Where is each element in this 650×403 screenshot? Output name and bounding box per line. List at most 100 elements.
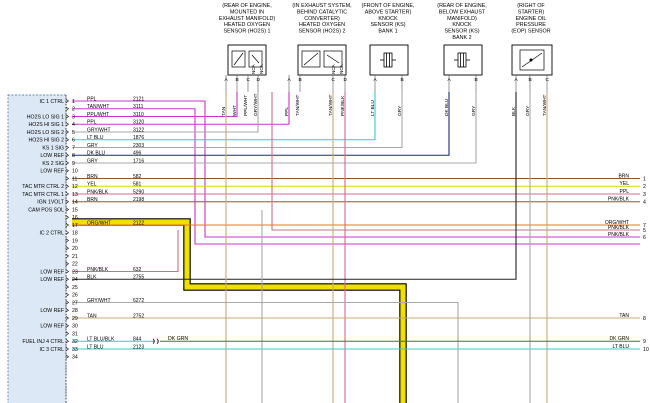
right-terminal-number: 10 — [643, 347, 649, 353]
circuit-number: 844 — [133, 337, 142, 343]
highlighted-wire — [72, 219, 406, 403]
connector-row: 26 — [65, 293, 78, 299]
sensor-title-line: PRESSURE — [516, 22, 546, 28]
right-wire-label: TAN — [619, 313, 629, 319]
right-terminal-number: 9 — [643, 339, 646, 345]
sensor-pin-letter: A — [374, 77, 378, 83]
sensor-pin-letter: A — [515, 77, 519, 83]
connector-pin-number: 13 — [72, 192, 78, 198]
pin-socket — [65, 207, 70, 212]
wire-grywht-ho2s1 — [72, 92, 259, 133]
wire-color-label: BRN — [87, 197, 98, 203]
sensor-body — [227, 44, 267, 76]
wire-grywht-27 — [72, 301, 459, 403]
sensor-element — [248, 50, 263, 68]
pin-socket — [65, 331, 70, 336]
connector-pin-number: 11 — [72, 176, 77, 182]
wire-color-label: GRY — [87, 143, 98, 149]
sensor-pin-letter: C — [332, 77, 336, 83]
sensor-wire-color: TAN/WHT — [328, 94, 334, 116]
pin-socket — [65, 222, 70, 228]
connector-pin-number: 29 — [72, 316, 78, 322]
heater-element — [301, 50, 321, 68]
connector-row: 20 — [65, 246, 78, 252]
connector-pin-number: 30 — [72, 324, 78, 330]
wire-color-label: GRY/WHT — [87, 127, 111, 133]
connector-pin-number: 7 — [72, 145, 75, 151]
sensor-title-line: SENSOR (KS) — [370, 22, 405, 28]
pin-socket — [65, 106, 70, 111]
sensor-wire-color: GRY — [471, 105, 477, 116]
sensor-title-line: KNOCK — [452, 22, 472, 28]
highlighted-wire-outline — [72, 218, 407, 403]
pin-socket — [65, 153, 70, 158]
sensor-title-line: HEATED OXYGEN — [224, 22, 270, 28]
connector-pin-number: 10 — [72, 169, 78, 175]
circuit-number: 581 — [133, 182, 142, 188]
connector-pin-label: IC 3 CTRL — [39, 347, 64, 353]
sensor-title-line: SENSOR (HO2S) 1 — [223, 29, 270, 35]
circuit-number: 1716 — [133, 158, 144, 164]
pin-socket — [65, 230, 70, 235]
circuit-number: 5290 — [133, 189, 144, 195]
connector-pin-number: 18 — [72, 231, 78, 237]
wire-ppl-ho2s2 — [72, 92, 290, 125]
connector-pin-label: HO2S LO SIG 2 — [27, 130, 64, 136]
sensor-title-line: SENSOR (HO2S) 2 — [298, 29, 345, 35]
sensor-body — [297, 44, 347, 76]
circuit-number: 2123 — [133, 344, 144, 350]
sensor-title-line: MOUNTED IN — [230, 9, 264, 15]
connector-pin-number: 27 — [72, 300, 78, 306]
pin-socket — [65, 261, 70, 266]
pin-socket — [65, 215, 70, 220]
connector-pin-label: KS 2 SIG — [42, 161, 64, 167]
connector-row: 21 — [65, 253, 78, 260]
wires-layer: DK GRN — [72, 92, 640, 403]
right-terminal: DK GRN 9 — [610, 336, 646, 345]
nca-label: NCA — [259, 63, 264, 74]
wire-color-label: GRY/WHT — [87, 298, 111, 304]
pin-socket — [65, 199, 70, 204]
right-terminal-number: 3 — [643, 192, 646, 198]
pin-socket — [65, 300, 70, 305]
circuit-number: 3110 — [133, 112, 144, 118]
circuit-number: 2122 — [133, 220, 144, 226]
connector-pin-number: 32 — [72, 339, 78, 345]
wire-color-label: TAN — [87, 313, 97, 319]
sensor-title-line: (EOP) SENSOR — [511, 29, 550, 35]
right-wire-label: DK GRN — [610, 336, 630, 342]
sensor-wire-color: GRY — [397, 105, 403, 116]
wire-pnkblk-ho2s2 — [271, 92, 640, 231]
connector-row: 25 — [65, 285, 78, 291]
connector-pin-number: 21 — [72, 254, 78, 260]
sensor-title-line: (REAR OF ENGINE, — [437, 3, 487, 9]
wire-color-label: YEL — [87, 182, 97, 188]
sensor-wire-color: LT BLU — [370, 100, 376, 116]
pin-socket — [65, 253, 70, 259]
nca-label: NCA — [251, 63, 256, 74]
wire-label-dk-grn: DK GRN — [168, 336, 188, 342]
pin-socket — [65, 129, 70, 135]
connector-pin-number: 14 — [72, 200, 78, 206]
connector-pin-label: CAM POS SOL — [28, 207, 64, 213]
pin-socket — [65, 145, 70, 150]
sensor-title-line: (IN EXHAUST SYSTEM, — [292, 3, 352, 9]
pin-socket — [65, 323, 70, 328]
sensor-pin-letter: B — [401, 77, 404, 83]
sensor-title-line: BANK 2 — [452, 35, 471, 41]
connector-pin-number: 25 — [72, 285, 78, 291]
sensor-title-line: KNOCK — [378, 16, 398, 22]
piezo-element — [457, 52, 467, 68]
wire-pnkblk-23 — [118, 230, 179, 273]
wire-gry-ks2 — [72, 92, 477, 164]
